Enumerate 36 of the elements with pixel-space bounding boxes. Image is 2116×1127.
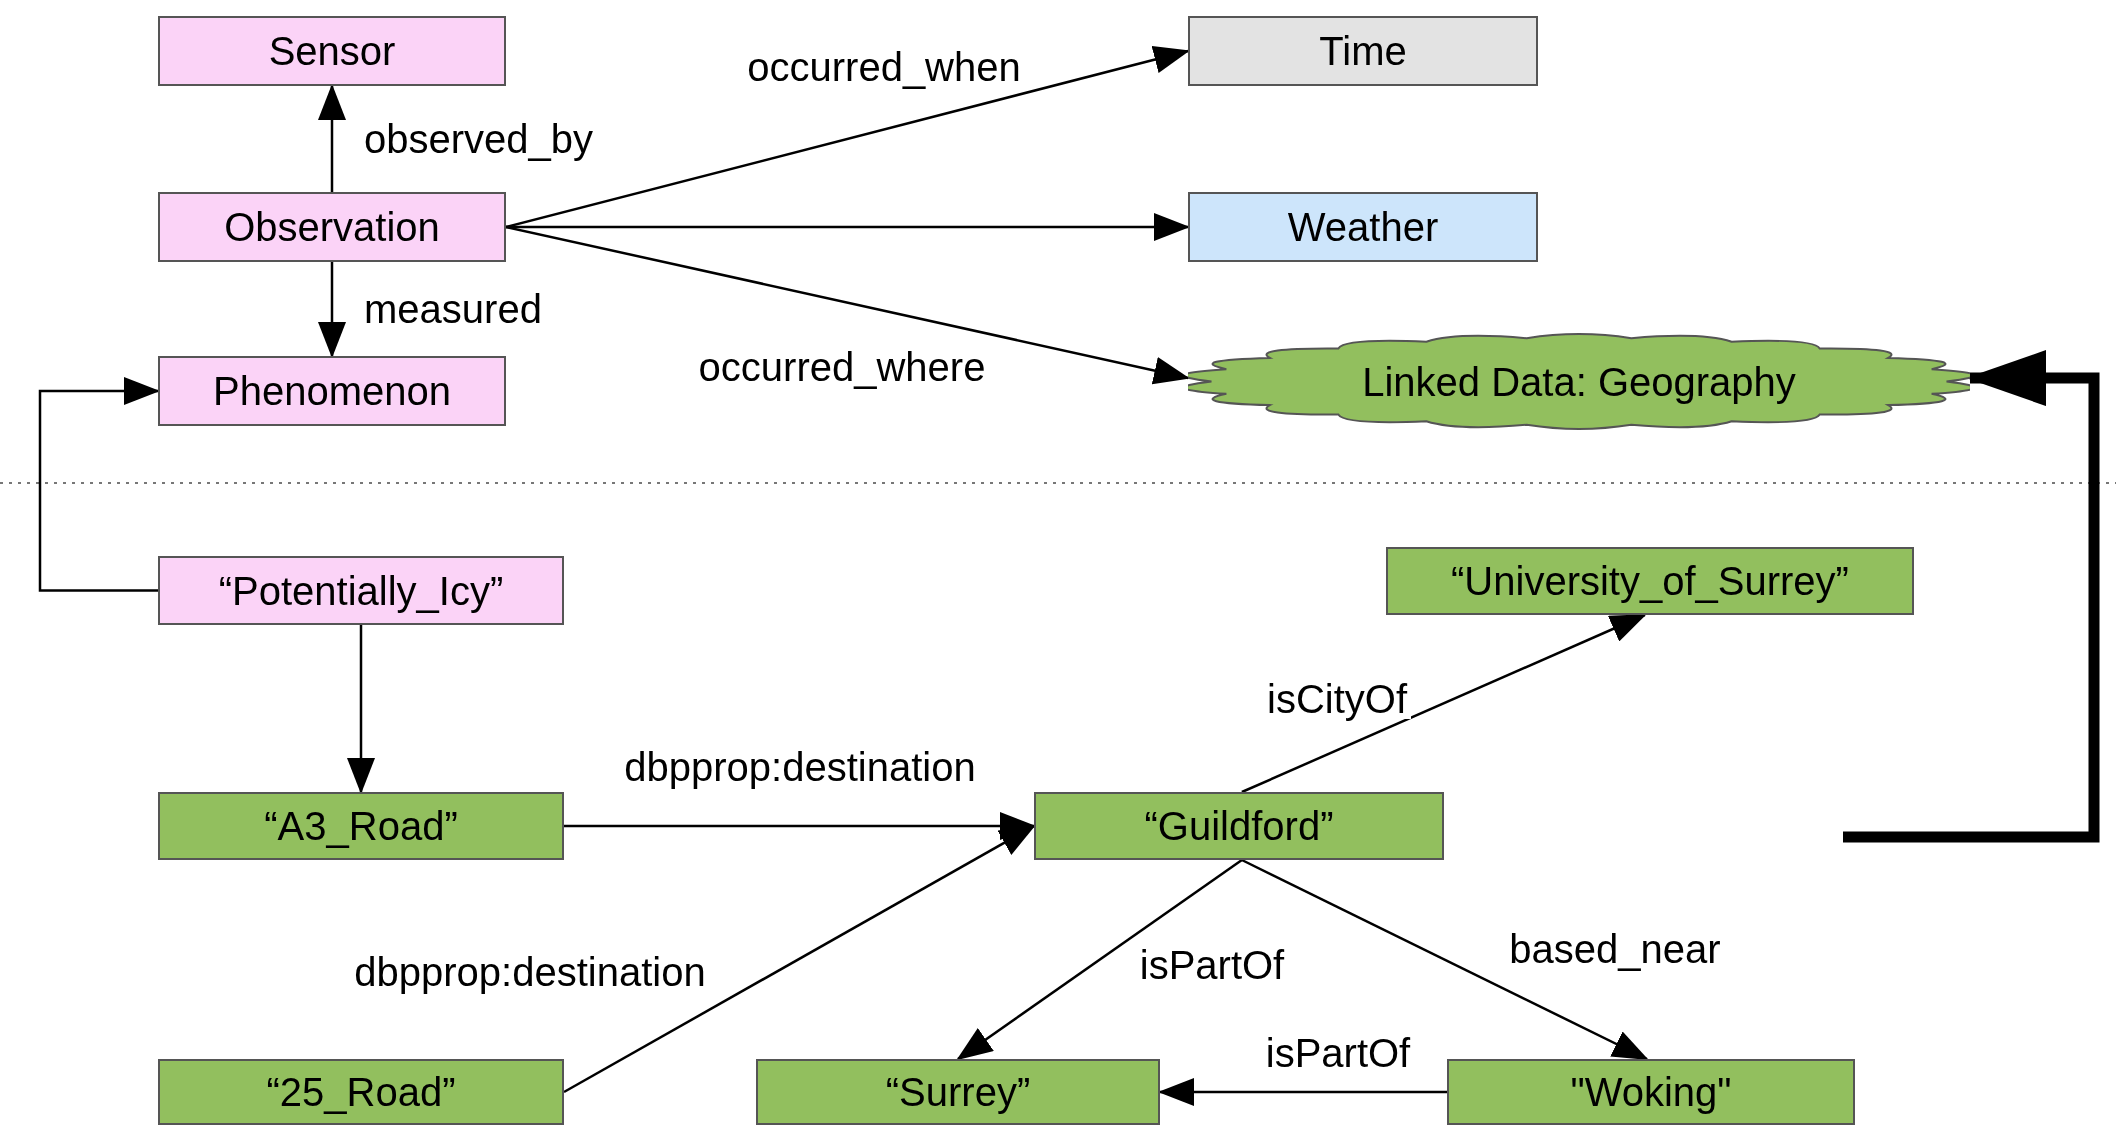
arrow [318,84,346,192]
node-label: Phenomenon [213,371,451,411]
node-label: “Guildford” [1144,806,1334,846]
concept-box [158,792,564,860]
node-label: “University_of_Surrey” [1451,561,1849,601]
concept-box [1447,1059,1855,1125]
node-label: Weather [1287,207,1439,247]
concept-box [1188,192,1538,262]
node-label: “Surrey” [885,1072,1031,1112]
node-label: "Woking" [1570,1072,1732,1112]
concept-box [1386,547,1914,615]
arrow [38,377,160,592]
node-label: “25_Road” [266,1072,456,1112]
arrow [505,225,1190,385]
node-label: Observation [224,207,440,247]
arrow [505,45,1190,229]
concept-box [158,16,506,86]
concept-box [158,356,506,426]
arrow [347,625,375,794]
concept-box [158,556,564,625]
arrow [1241,858,1649,1061]
concept-box [1188,16,1538,86]
node-label: Linked Data: Geography [1362,361,1796,402]
node-label: “Potentially_Icy” [218,570,504,611]
node-label: “A3_Road” [264,806,458,846]
concept-box [158,1059,564,1125]
arrow [318,262,346,358]
arrow [956,858,1243,1061]
arrow [1843,350,2100,843]
concept-box [158,192,506,262]
arrow [1241,613,1647,794]
node-label: Time [1319,31,1407,71]
node-label: Sensor [268,31,396,71]
concept-box [756,1059,1160,1125]
concept-box [1034,792,1444,860]
arrow [563,824,1036,1094]
